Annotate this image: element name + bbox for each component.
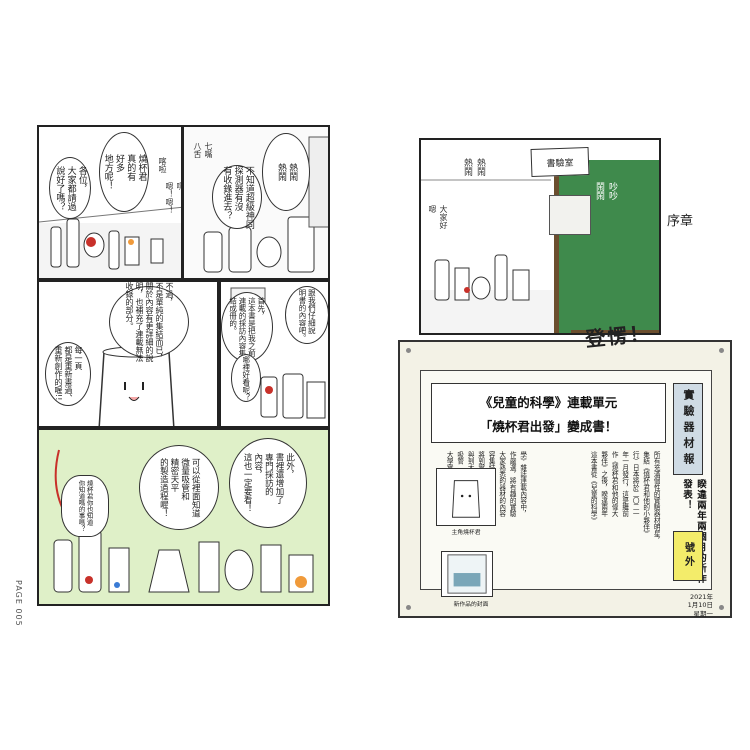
sound-effect-title: 登愣！ [584, 320, 653, 352]
speech-text: 不過， 不是單純的集結而已， 關於內容有更詳細的說 明，也補充了連載無法 收錄的… [125, 282, 174, 362]
sound-effect: 七嘴 八舌 [193, 142, 213, 158]
speech-text: 燒杯君 真的有 好多 地方呢！ [102, 154, 147, 190]
sound-effect: 大家好 嗯 [428, 205, 448, 229]
red-bulb-icon [86, 237, 96, 247]
speech-text: 熱鬧 熱鬧 [276, 163, 298, 181]
comic-panel-4: 首先， 這本書是把我之前 連載的採訪內容集 結成冊的。 跟我們仔細說 明書的內容… [219, 280, 330, 428]
speech-bubble: 燒杯君 真的有 好多 地方呢！ [99, 132, 149, 212]
speech-bubble: 不過， 不是單純的集結而已， 關於內容有更詳細的說 明，也補充了連載無法 收錄的… [109, 282, 189, 362]
speech-bubble: 各位， 大家都請過 說好了嗎？ [49, 157, 91, 219]
page-number: PAGE 005 [14, 580, 23, 627]
sound-effect: 吵吵 鬧鬧 [594, 182, 617, 200]
masthead: 實驗器材報 [673, 383, 703, 475]
article-column: 作《燒杯君和他的偉大 [610, 451, 619, 517]
speech-text: 哪裡好看呢？ [241, 355, 251, 401]
speech-bubble: 跟我們仔細說 明書的內容吧。 [285, 286, 328, 344]
article-column: 集結《燒杯君和他的小夥伴》 [641, 451, 650, 537]
speech-bubble: 此外， 書裡還增加了 專門採訪的 內容， 這也一定要看！ [229, 438, 307, 528]
article-column: 夥伴》之後，睽違兩年 [599, 451, 608, 517]
issue-date-weekday: 星期一 [693, 609, 714, 618]
issue-badge: 號外 [673, 531, 703, 581]
screw-icon [719, 348, 724, 353]
chapter-label: 序章 [667, 214, 694, 229]
sound-effect: 喀啦 [158, 157, 167, 173]
speech-text: 可以從裡面知道 微量吸管和 精密天平 的製造過程喔！ [158, 457, 201, 518]
article-column: 大家熟悉的器材的內容 [497, 451, 506, 517]
speech-bubble: 熱鬧 熱鬧 [262, 133, 310, 211]
comic-panel-5: 此外， 書裡還增加了 專門採訪的 內容， 這也一定要看！ 可以從裡面知道 微量吸… [37, 428, 330, 606]
book-cover-figure [441, 551, 493, 597]
right-page: 書驗室 熱鬧 熱鬧 吵吵 鬧鬧 大家好 嗯 序章 [375, 0, 750, 750]
issue-text: 號外 [682, 542, 694, 570]
article-column: 行）日本將於二〇二一 [631, 451, 640, 517]
speech-text: 此外， 書裡還增加了 專門採訪的 內容， 這也一定要看！ [242, 453, 295, 513]
speech-text: 各位， 大家都請過 說好了嗎？ [54, 165, 87, 211]
room-sign: 書驗室 [530, 146, 590, 178]
speech-text: 首先， 這本書是把我之前 連載的採訪內容集 結成冊的。 [228, 297, 266, 357]
screw-icon [406, 348, 411, 353]
issue-date-day: 1月10日 [687, 601, 713, 610]
left-page: 燒杯君 真的有 好多 地方呢！ 各位， 大家都請過 說好了嗎？ 喀啦 嘿！ 嗯！… [14, 125, 330, 627]
beaker-figure [436, 468, 496, 526]
speech-text: 跟我們仔細說 明書的內容吧。 [298, 288, 317, 342]
lab-shelf-illustration [203, 136, 328, 273]
issue-date: 2021年 1月10日 星期一 [653, 593, 713, 618]
chalkboard [554, 160, 659, 333]
speech-bubble: 可以從裡面知道 微量吸管和 精密天平 的製造過程喔！ [139, 445, 219, 530]
article-column: 所有充滿個性的實驗器材明星， [652, 451, 661, 544]
headline-line-2: 「燒杯君出發」變成書！ [479, 419, 618, 434]
masthead-text: 實驗器材報 [682, 389, 695, 469]
speech-bubble: 燒杯君你也知道 你知道嗎的事嗎？ [61, 475, 109, 537]
speech-text: 不知道超級神同 探測器有沒 有收錄進去？ [221, 165, 254, 229]
wall-poster [549, 195, 591, 235]
article-column: 年一月發行，這是繼前 [620, 451, 629, 517]
article-column: 學》雜誌連載內容中， [518, 451, 527, 517]
speech-bubble: 首先， 這本書是把我之前 連載的採訪內容集 結成冊的。 [221, 292, 273, 362]
sound-effect: 熱鬧 熱鬧 [462, 158, 485, 176]
article-column: 這本書從《兒童的科學》 [589, 451, 598, 524]
figure-caption: 新作品的封面 [453, 602, 489, 608]
headline-box: 《兒童的科學》連載單元 「燒杯君出發」變成書！ [431, 383, 666, 443]
news-sign-board: 登愣！ 《兒童的科學》連載單元 「燒杯君出發」變成書！ 實驗器材報 睽違兩年兩個… [398, 321, 732, 618]
comic-panel-1: 燒杯君 真的有 好多 地方呢！ 各位， 大家都請過 說好了嗎？ 喀啦 嘿！ 嗯！… [37, 125, 183, 280]
newspaper: 《兒童的科學》連載單元 「燒杯君出發」變成書！ 實驗器材報 睽違兩年兩個月的新作… [420, 370, 713, 618]
figure-caption: 主角燒杯君 [451, 530, 481, 536]
screw-icon [406, 605, 411, 610]
comic-panel-3: 不過， 不是單純的集結而已， 關於內容有更詳細的說 明，也補充了連載無法 收錄的… [37, 280, 219, 428]
speech-bubble: 不知道超級神同 探測器有沒 有收錄進去？ [212, 165, 262, 229]
speech-text: 燒杯君你也知道 你知道嗎的事嗎？ [77, 480, 94, 532]
headline-line-1: 《兒童的科學》連載單元 [479, 395, 618, 410]
comic-panel-2: 熱鬧 熱鬧 不知道超級神同 探測器有沒 有收錄進去？ 七嘴 八舌 [182, 125, 330, 280]
issue-date-year: 2021年 [689, 593, 713, 601]
speech-bubble: 每一頁 都是重新畫過、 重新創作的喔!! [45, 342, 91, 406]
article-column: 作嚴選，將有趣的實驗 [508, 451, 517, 517]
chalkboard-ledge [571, 330, 659, 333]
sound-effect: 嘿！ 嗯！嗯！ [165, 182, 183, 214]
screw-icon [719, 605, 724, 610]
speech-text: 每一頁 都是重新畫過、 重新創作的喔!! [54, 346, 83, 402]
comic-panel-6: 書驗室 熱鬧 熱鬧 吵吵 鬧鬧 大家好 嗯 [419, 138, 661, 335]
speech-bubble: 哪裡好看呢？ [231, 354, 261, 402]
